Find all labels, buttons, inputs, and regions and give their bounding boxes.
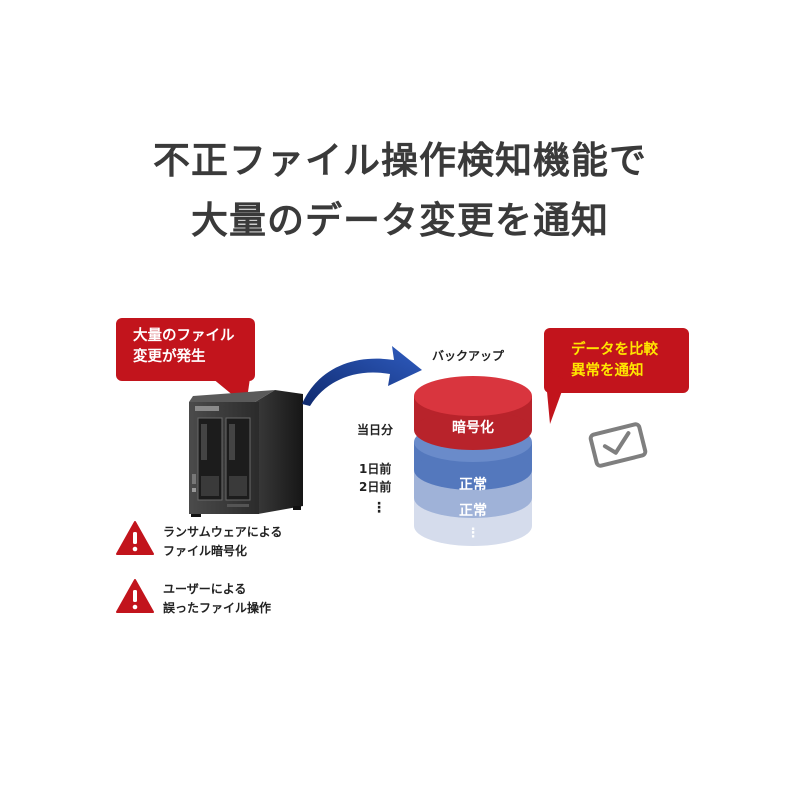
day-label-today: 当日分 (357, 423, 394, 437)
day-label-two-days-ago: 2日前 (359, 480, 392, 494)
warning-item-ransomware: ランサムウェアによる ファイル暗号化 (163, 523, 282, 561)
warning-item-user-error-line-1: ユーザーによる (163, 582, 247, 596)
disk-layer-top-red (414, 376, 532, 450)
curved-arrow-icon (302, 346, 422, 406)
callout-compare-notify-line-1: データを比較 (571, 342, 658, 358)
nas-device-icon (189, 390, 303, 517)
warning-item-user-error: ユーザーによる 誤ったファイル操作 (163, 580, 271, 618)
callout-compare-notify: データを比較 異常を通知 (544, 328, 689, 393)
backup-label: バックアップ (432, 349, 505, 363)
warning-item-ransomware-line-2: ファイル暗号化 (163, 544, 248, 558)
callout-compare-notify-line-2: 異常を通知 (571, 363, 644, 379)
callout-mass-change-line-1: 大量のファイル (133, 328, 235, 344)
day-label-one-day-ago: 1日前 (359, 462, 392, 476)
callout-mass-change: 大量のファイル 変更が発生 (116, 318, 255, 381)
day-label-more: ⋮ (372, 500, 386, 516)
callout-mass-change-line-2: 変更が発生 (133, 349, 206, 365)
warning-item-ransomware-line-1: ランサムウェアによる (163, 525, 283, 539)
warning-item-user-error-line-2: 誤ったファイル操作 (163, 601, 272, 615)
disk-layer-top-label: 暗号化 (452, 420, 494, 436)
backup-disk-stack (414, 376, 532, 546)
page-title-line-1: 不正ファイル操作検知機能で (153, 139, 647, 182)
callout-compare-notify-tail (545, 370, 566, 424)
page-title-line-2: 大量のデータ変更を通知 (191, 199, 609, 242)
warning-icon (116, 521, 154, 555)
warning-icon (116, 579, 154, 613)
disk-layer-more: ⋮ (466, 526, 480, 541)
mail-check-icon (588, 422, 648, 468)
disk-layer-bottom-label: 正常 (459, 503, 487, 519)
disk-layer-middle-label: 正常 (459, 477, 487, 493)
